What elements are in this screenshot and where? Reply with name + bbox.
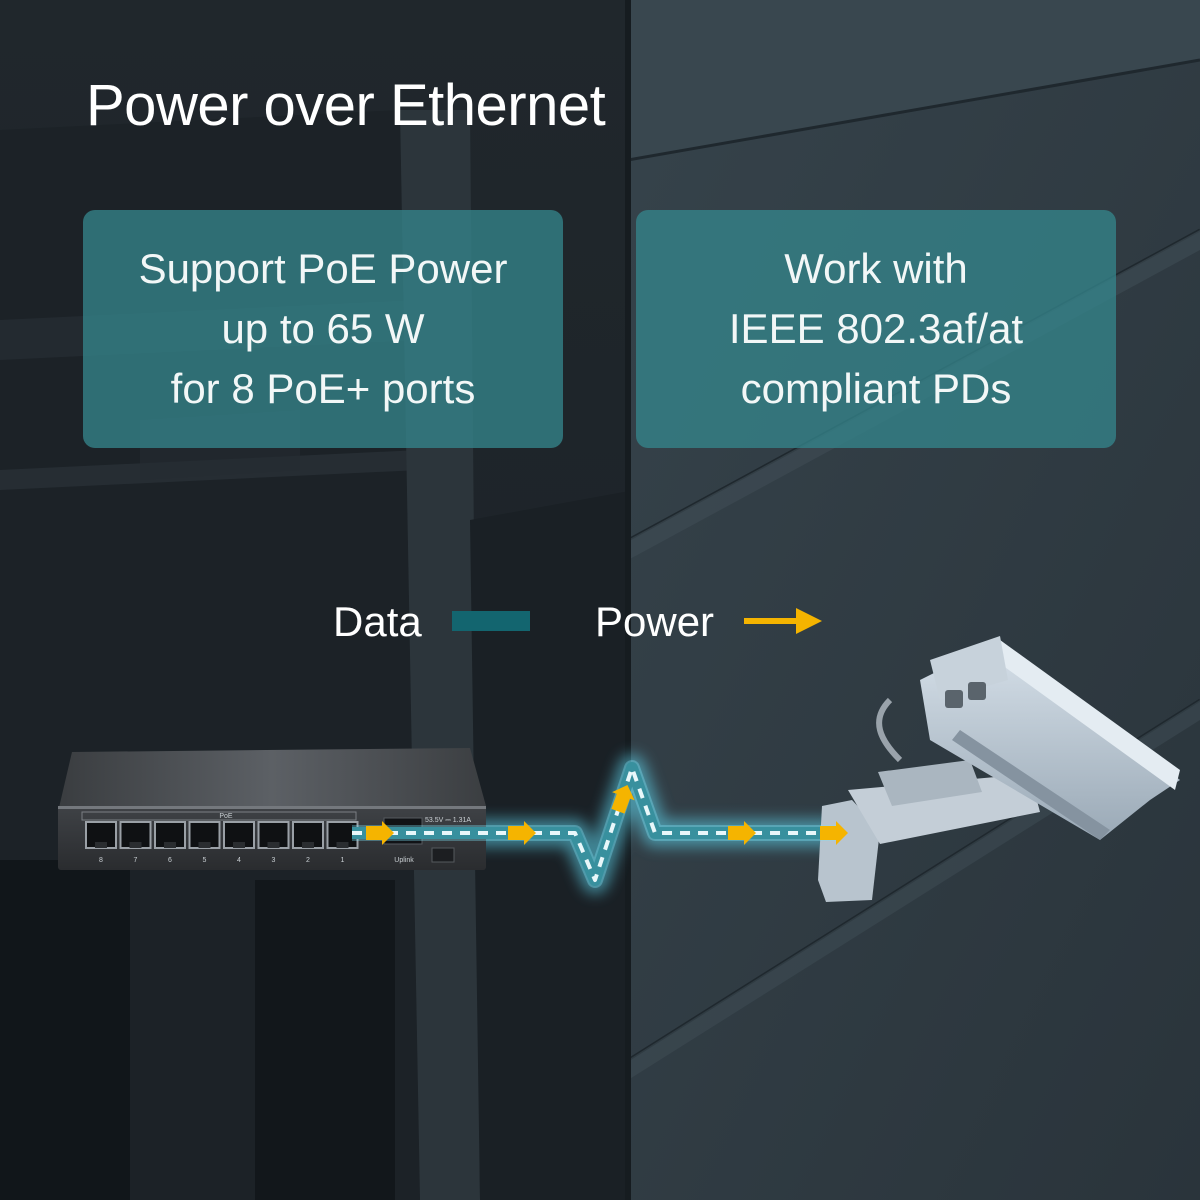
port-number: 6 — [168, 857, 172, 864]
ieee-compat-card: Work with IEEE 802.3af/at compliant PDs — [636, 210, 1116, 448]
legend-power-label: Power — [595, 598, 715, 645]
power-arrow — [728, 821, 756, 845]
data-dashes — [352, 766, 840, 882]
port-number: 4 — [237, 857, 241, 864]
ethernet-port — [188, 821, 221, 849]
poe-switch: PoE 8 7 6 5 4 3 2 1 Uplink 53.5V ⎓ 1.31A — [58, 748, 486, 870]
ethernet-port — [223, 821, 255, 849]
ethernet-port — [119, 821, 152, 849]
port-numbers: 8 7 6 5 4 3 2 1 — [99, 857, 345, 864]
port-number: 3 — [272, 857, 276, 864]
power-arrow — [508, 821, 536, 845]
legend-data-swatch — [452, 611, 530, 631]
power-arrow — [820, 821, 848, 845]
port-number: 7 — [134, 857, 138, 864]
page-title: Power over Ethernet — [86, 73, 606, 138]
port-number: 1 — [341, 857, 345, 864]
legend-data-label: Data — [333, 598, 422, 645]
port-number: 8 — [99, 857, 103, 864]
power-rating-label: 53.5V ⎓ 1.31A — [425, 817, 471, 824]
card-line: Support PoE Power — [138, 245, 508, 292]
ethernet-ports — [85, 821, 359, 849]
card-line: compliant PDs — [740, 365, 1012, 412]
power-flow-arrows — [366, 784, 848, 845]
ethernet-port — [154, 821, 186, 849]
port-number: 2 — [306, 857, 310, 864]
card-line: Work with — [784, 245, 968, 292]
card-line: up to 65 W — [221, 305, 425, 352]
power-arrow — [366, 821, 394, 845]
uplink-label: Uplink — [394, 857, 414, 864]
poe-power-card: Support PoE Power up to 65 W for 8 PoE+ … — [83, 210, 563, 448]
card-line: for 8 PoE+ ports — [170, 365, 476, 412]
ethernet-port — [292, 821, 324, 849]
power-arrow — [611, 784, 635, 814]
security-camera — [818, 636, 1180, 902]
port-number: 5 — [203, 857, 207, 864]
card-line: IEEE 802.3af/at — [728, 305, 1024, 352]
ethernet-port — [85, 821, 117, 849]
legend-power-arrow-icon — [744, 608, 822, 634]
ethernet-port — [257, 821, 290, 849]
switch-poe-label: PoE — [219, 813, 233, 820]
